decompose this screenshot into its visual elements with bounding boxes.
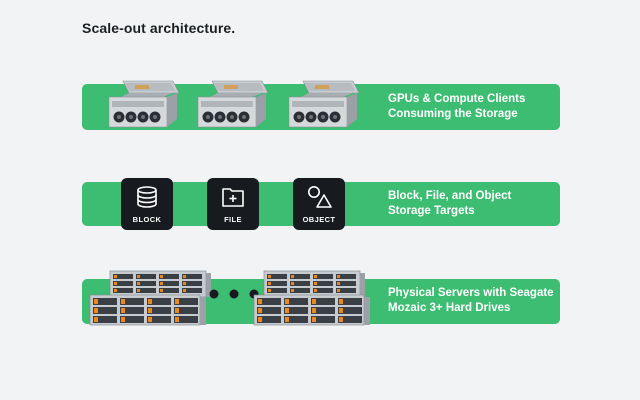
storage-server-left [89, 270, 211, 326]
gpu-server-3 [288, 80, 359, 128]
page-title: Scale-out architecture. [82, 20, 236, 36]
storage-targets-label: Block, File, and Object Storage Targets [388, 189, 511, 219]
block-label: BLOCK [132, 215, 162, 224]
compute-layer-line-2: Consuming the Storage [388, 108, 518, 120]
compute-layer-label: GPUs & Compute Clients Consuming the Sto… [388, 92, 525, 122]
database-icon [137, 186, 157, 208]
block-tile: BLOCK [121, 178, 173, 230]
object-tile: OBJECT [293, 178, 345, 230]
compute-layer-line-1: GPUs & Compute Clients [388, 93, 526, 105]
storage-targets-line-1: Block, File, and Object [388, 190, 512, 202]
file-label: FILE [224, 215, 242, 224]
gpu-server-1 [108, 80, 179, 128]
storage-server-right [253, 270, 370, 326]
storage-targets-line-2: Storage Targets [388, 205, 475, 217]
physical-servers-line-2: Mozaic 3+ Hard Drives [388, 302, 511, 314]
ellipsis-icon [209, 289, 259, 299]
physical-servers-label: Physical Servers with Seagate Mozaic 3+ … [388, 286, 554, 316]
object-label: OBJECT [302, 215, 336, 224]
folder-plus-icon [222, 188, 244, 207]
physical-servers-line-1: Physical Servers with Seagate [388, 287, 554, 299]
shapes-icon [308, 186, 332, 208]
file-tile: FILE [207, 178, 259, 230]
gpu-server-2 [197, 80, 268, 128]
